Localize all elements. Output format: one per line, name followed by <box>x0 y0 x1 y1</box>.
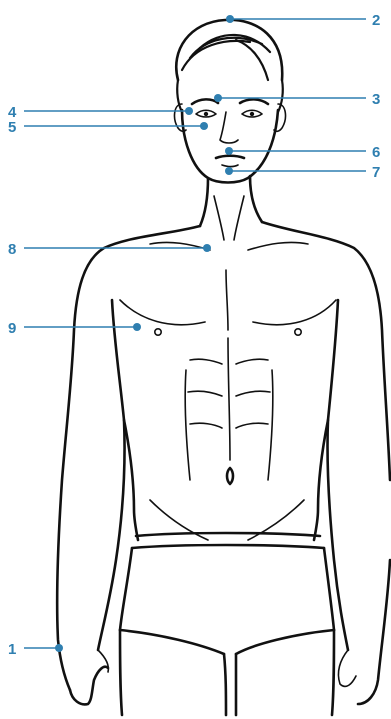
marker-label-8: 8 <box>8 241 16 258</box>
marker-4: 4 <box>8 104 193 121</box>
marker-label-6: 6 <box>372 144 380 161</box>
marker-dot-6 <box>225 147 233 155</box>
marker-dot-3 <box>214 94 222 102</box>
marker-dot-2 <box>226 15 234 23</box>
neck <box>200 176 262 240</box>
marker-label-7: 7 <box>372 164 380 181</box>
marker-dot-9 <box>133 323 141 331</box>
marker-6: 6 <box>225 144 380 161</box>
marker-label-2: 2 <box>372 12 380 29</box>
marker-dot-5 <box>200 122 208 130</box>
marker-label-5: 5 <box>8 119 16 136</box>
marker-dot-1 <box>55 644 63 652</box>
marker-label-1: 1 <box>8 641 16 658</box>
marker-3: 3 <box>214 91 380 108</box>
marker-2: 2 <box>226 12 380 29</box>
marker-dot-8 <box>203 244 211 252</box>
marker-dot-4 <box>185 107 193 115</box>
marker-dot-7 <box>225 167 233 175</box>
marker-label-3: 3 <box>372 91 380 108</box>
briefs <box>120 533 334 715</box>
body-figure <box>57 20 390 715</box>
torso <box>57 222 390 704</box>
marker-1: 1 <box>8 641 63 658</box>
marker-label-9: 9 <box>8 320 16 337</box>
